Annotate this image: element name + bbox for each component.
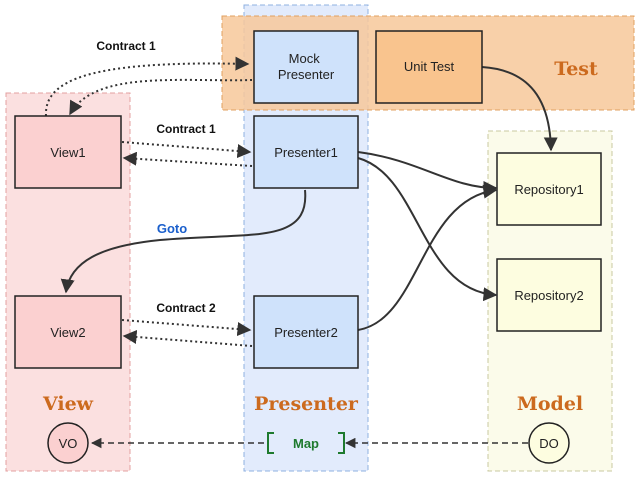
presenter2-label: Presenter2	[274, 325, 338, 340]
mock-presenter-line1: Mock	[289, 51, 321, 66]
map-bracket-left	[267, 432, 274, 454]
edge-presenter1-repository2	[357, 157, 498, 302]
edge-presenter2-repository1	[357, 184, 498, 331]
edge-view1-presenter1	[121, 141, 252, 158]
label-goto: Goto	[157, 221, 187, 236]
edge-mock-presenter-view1-back	[69, 78, 253, 116]
node-unit-test: Unit Test	[375, 30, 483, 104]
lane-title-view: View	[42, 393, 94, 415]
edge-view1-mock-presenter-out	[44, 56, 250, 117]
node-do: DO	[528, 422, 570, 464]
view2-label: View2	[50, 325, 85, 340]
vo-label: VO	[59, 436, 78, 451]
node-presenter1: Presenter1	[253, 115, 359, 189]
repository1-label: Repository1	[514, 182, 583, 197]
node-vo: VO	[47, 422, 89, 464]
label-contract1: Contract 1	[156, 122, 216, 136]
label-contract2: Contract 2	[156, 301, 216, 315]
edge-presenter1-view1	[122, 151, 253, 167]
edge-presenter1-repository1	[357, 151, 498, 195]
lane-title-test: Test	[554, 58, 598, 80]
node-repository2: Repository2	[496, 258, 602, 332]
node-presenter2: Presenter2	[253, 295, 359, 369]
node-mock-presenter: Mock Presenter	[253, 30, 359, 104]
lane-title-model: Model	[517, 393, 583, 415]
edge-presenter2-view2	[122, 330, 253, 347]
view1-label: View1	[50, 145, 85, 160]
mock-presenter-line2: Presenter	[278, 67, 335, 82]
map-bracket-right	[338, 432, 345, 454]
lane-title-presenter: Presenter	[254, 393, 359, 415]
node-map: Map	[267, 432, 345, 454]
node-view2: View2	[14, 295, 122, 369]
unit-test-label: Unit Test	[404, 59, 455, 74]
svg-text:Mock Presenter: Mock Presenter	[278, 51, 335, 82]
do-label: DO	[539, 436, 559, 451]
label-contract1-top: Contract 1	[96, 39, 156, 53]
edge-goto-presenter1-view2	[60, 189, 307, 294]
presenter1-label: Presenter1	[274, 145, 338, 160]
node-repository1: Repository1	[496, 152, 602, 226]
repository2-label: Repository2	[514, 288, 583, 303]
edge-view2-presenter2	[121, 319, 252, 336]
edge-unittest-repository1	[481, 66, 558, 152]
map-label: Map	[293, 436, 319, 451]
node-view1: View1	[14, 115, 122, 189]
